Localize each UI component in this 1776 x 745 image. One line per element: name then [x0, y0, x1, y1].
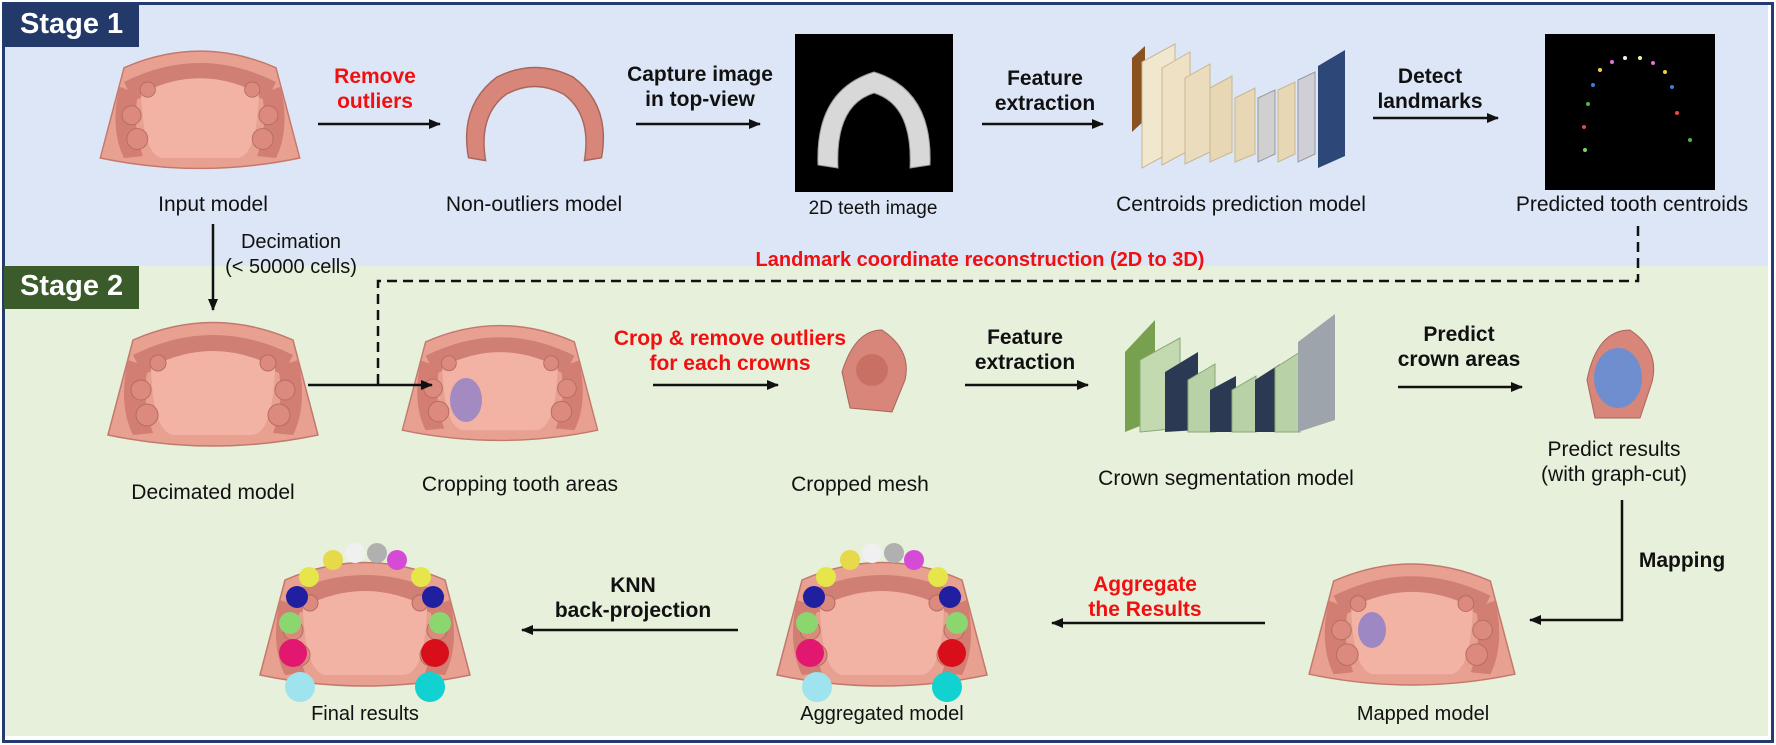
label-cropping: Cropping tooth areas	[421, 473, 619, 496]
label-remove-outliers-2: outliers	[337, 90, 413, 113]
teeth-image	[795, 34, 953, 192]
stage1-title: Stage 1	[4, 4, 140, 47]
label-crop-1: Crop & remove outliers	[613, 327, 847, 350]
label-non-outliers-model: Non-outliers model	[445, 193, 623, 216]
predicted-centroids-image	[1545, 34, 1715, 190]
label-predict-results-1: Predict results	[1547, 438, 1681, 461]
crown-seg-model-image	[1125, 314, 1335, 433]
final-results-image	[259, 543, 471, 702]
label-feature1-1: Feature	[1007, 67, 1083, 90]
label-predict-1: Predict	[1423, 323, 1495, 346]
label-cropped: Cropped mesh	[791, 473, 929, 496]
label-feature1-2: extraction	[994, 92, 1096, 115]
label-knn-2: back-projection	[554, 599, 712, 622]
label-final: Final results	[311, 703, 419, 725]
stage2-title: Stage 2	[4, 266, 140, 309]
predict-results-image	[1586, 329, 1655, 419]
label-decimated: Decimated model	[131, 481, 295, 504]
label-predict-results-2: (with graph-cut)	[1541, 463, 1687, 486]
aggregated-model-image	[776, 543, 988, 702]
arrow-mapping	[1529, 500, 1624, 625]
label-feature2-2: extraction	[974, 351, 1076, 374]
label-centroids-model: Centroids prediction model	[1116, 193, 1366, 216]
centroids-model-image	[1132, 43, 1345, 169]
label-mapped: Mapped model	[1356, 703, 1490, 725]
label-predict-2: crown areas	[1397, 348, 1521, 371]
label-decimation-2: (< 50000 cells)	[225, 256, 357, 278]
label-crown-seg: Crown segmentation model	[1098, 467, 1354, 490]
cropped-mesh-image	[841, 329, 907, 413]
label-aggregate-1: Aggregate	[1093, 573, 1197, 596]
label-decimation-1: Decimation	[240, 231, 342, 253]
label-remove-outliers-1: Remove	[334, 65, 416, 88]
label-aggregate-2: the Results	[1088, 598, 1202, 621]
label-detect-1: Detect	[1397, 65, 1463, 88]
label-knn-1: KNN	[610, 574, 656, 597]
label-reconstruction: Landmark coordinate reconstruction (2D t…	[755, 249, 1205, 271]
dashed-reconstruction-line	[376, 226, 1640, 385]
label-predicted-centroids: Predicted tooth centroids	[1515, 193, 1749, 216]
label-capture-1: Capture image	[627, 63, 773, 86]
decimated-model-image	[107, 321, 319, 447]
label-crop-2: for each crowns	[649, 352, 811, 375]
label-detect-2: landmarks	[1377, 90, 1483, 113]
label-feature2-1: Feature	[987, 326, 1063, 349]
label-mapping: Mapping	[1638, 549, 1726, 572]
label-input-model: Input model	[158, 193, 268, 216]
input-model-image	[99, 50, 301, 170]
label-teeth-image: 2D teeth image	[808, 198, 938, 219]
label-capture-2: in top-view	[645, 88, 755, 111]
label-aggregated: Aggregated model	[800, 703, 964, 725]
mapped-model-image	[1308, 563, 1516, 686]
cropping-model-image	[401, 324, 599, 442]
